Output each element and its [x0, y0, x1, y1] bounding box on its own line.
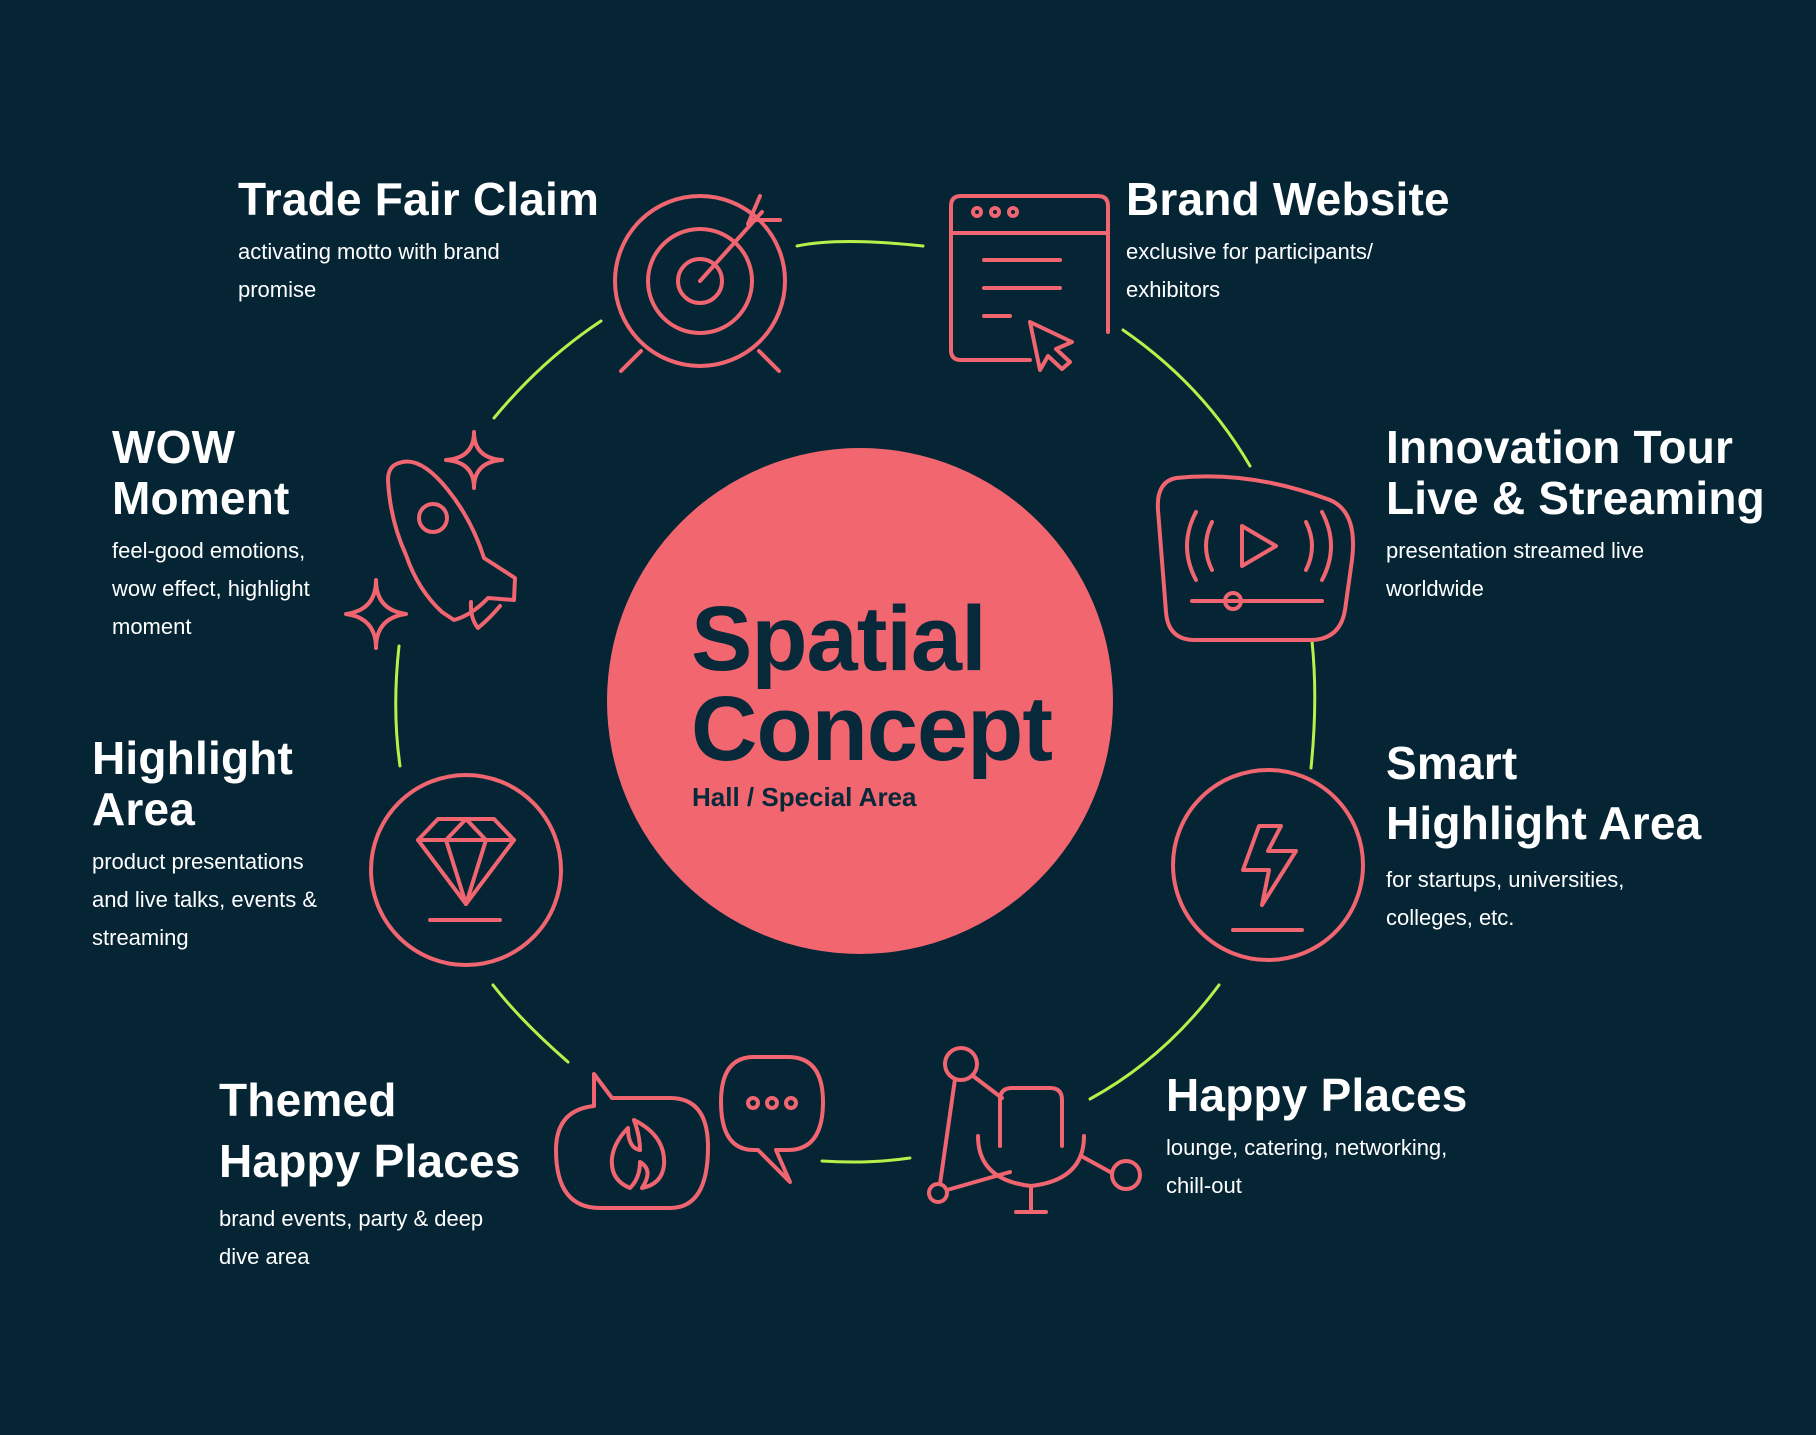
- connector-arc: [820, 1156, 912, 1164]
- connector-arc: [1121, 328, 1252, 468]
- node-title: Trade Fair Claim: [238, 173, 600, 225]
- center-circle: Spatial Concept Hall / Special Area: [607, 448, 1113, 954]
- connector-arc: [1088, 983, 1221, 1101]
- node-wow-moment: WOW Moment feel-good emotions, wow effec…: [112, 422, 310, 646]
- node-themed-happy-places: Themed Happy Places brand events, party …: [219, 1070, 521, 1276]
- node-description: presentation streamed live worldwide: [1386, 538, 1645, 601]
- node-title: WOW Moment: [112, 421, 290, 524]
- node-brand-website: Brand Website exclusive for participants…: [1126, 174, 1450, 309]
- center-subtitle: Hall / Special Area: [692, 782, 917, 812]
- node-title: Happy Places: [1166, 1069, 1468, 1121]
- node-description: for startups, universities, colleges, et…: [1386, 867, 1625, 930]
- diamond-icon: [369, 773, 563, 967]
- browser-cursor-icon: [949, 194, 1110, 372]
- node-description: product presentations and live talks, ev…: [92, 849, 318, 950]
- node-innovation-tour: Innovation Tour Live & Streaming present…: [1386, 422, 1765, 608]
- node-title: Brand Website: [1126, 173, 1450, 225]
- connector-arc: [491, 983, 570, 1064]
- lightning-bolt-icon: [1171, 768, 1365, 962]
- node-trade-fair-claim: Trade Fair Claim activating motto with b…: [238, 174, 599, 309]
- rocket-sparkle-icon: [344, 430, 517, 650]
- chat-flame-icon: [554, 1055, 825, 1210]
- node-happy-places: Happy Places lounge, catering, networkin…: [1166, 1070, 1468, 1205]
- center-title: Spatial Concept: [691, 588, 1053, 780]
- node-description: lounge, catering, networking, chill-out: [1166, 1135, 1448, 1198]
- connector-arc: [795, 240, 925, 248]
- node-description: activating motto with brand promise: [238, 239, 500, 302]
- connector-arc: [492, 319, 603, 420]
- connector-ring: [394, 240, 1317, 1164]
- node-title: Themed Happy Places: [219, 1074, 521, 1187]
- node-title: Smart Highlight Area: [1386, 737, 1702, 849]
- connector-arc: [1309, 639, 1317, 770]
- node-smart-highlight-area: Smart Highlight Area for startups, unive…: [1386, 733, 1701, 937]
- connector-arc: [394, 644, 402, 768]
- node-description: feel-good emotions, wow effect, highligh…: [112, 538, 310, 639]
- live-stream-icon: [1155, 474, 1355, 642]
- node-title: Highlight Area: [92, 732, 294, 835]
- node-title: Innovation Tour Live & Streaming: [1386, 421, 1765, 524]
- target-icon: [613, 194, 787, 373]
- node-description: brand events, party & deep dive area: [219, 1206, 484, 1269]
- node-highlight-area: Highlight Area product presentations and…: [92, 733, 317, 957]
- lounge-chair-network-icon: [927, 1046, 1142, 1214]
- node-description: exclusive for participants/ exhibitors: [1126, 239, 1373, 302]
